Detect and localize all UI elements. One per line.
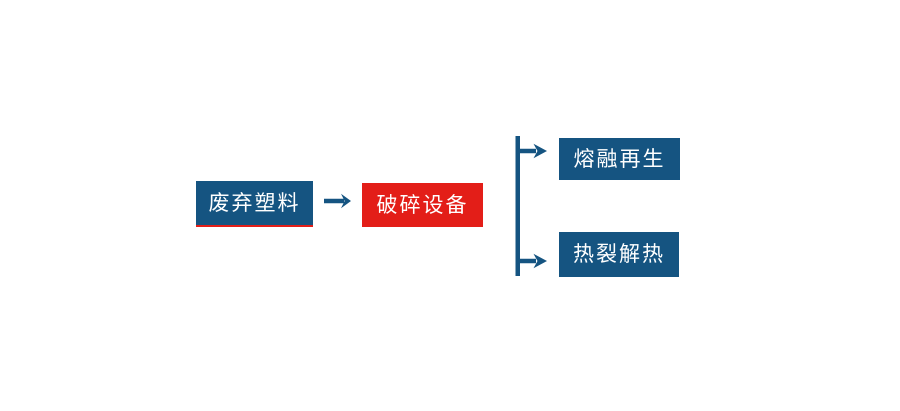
branch-arrow-bottom-icon <box>517 253 547 269</box>
flow-node-label: 废弃塑料 <box>208 190 301 215</box>
flow-arrow-icon <box>324 193 351 209</box>
flow-node-pyrolysis-heat: 热裂解热 <box>559 232 679 277</box>
branch-trunk-line <box>515 136 520 276</box>
flow-node-waste-plastic: 废弃塑料 <box>196 181 313 227</box>
branch-arrow-top-icon <box>517 143 547 159</box>
flow-node-label: 熔融再生 <box>573 146 666 171</box>
flow-node-melt-regeneration: 熔融再生 <box>559 138 680 180</box>
flow-node-label: 热裂解热 <box>573 242 665 266</box>
flow-node-crushing-equipment: 破碎设备 <box>362 183 483 227</box>
flow-node-label: 破碎设备 <box>376 192 469 217</box>
